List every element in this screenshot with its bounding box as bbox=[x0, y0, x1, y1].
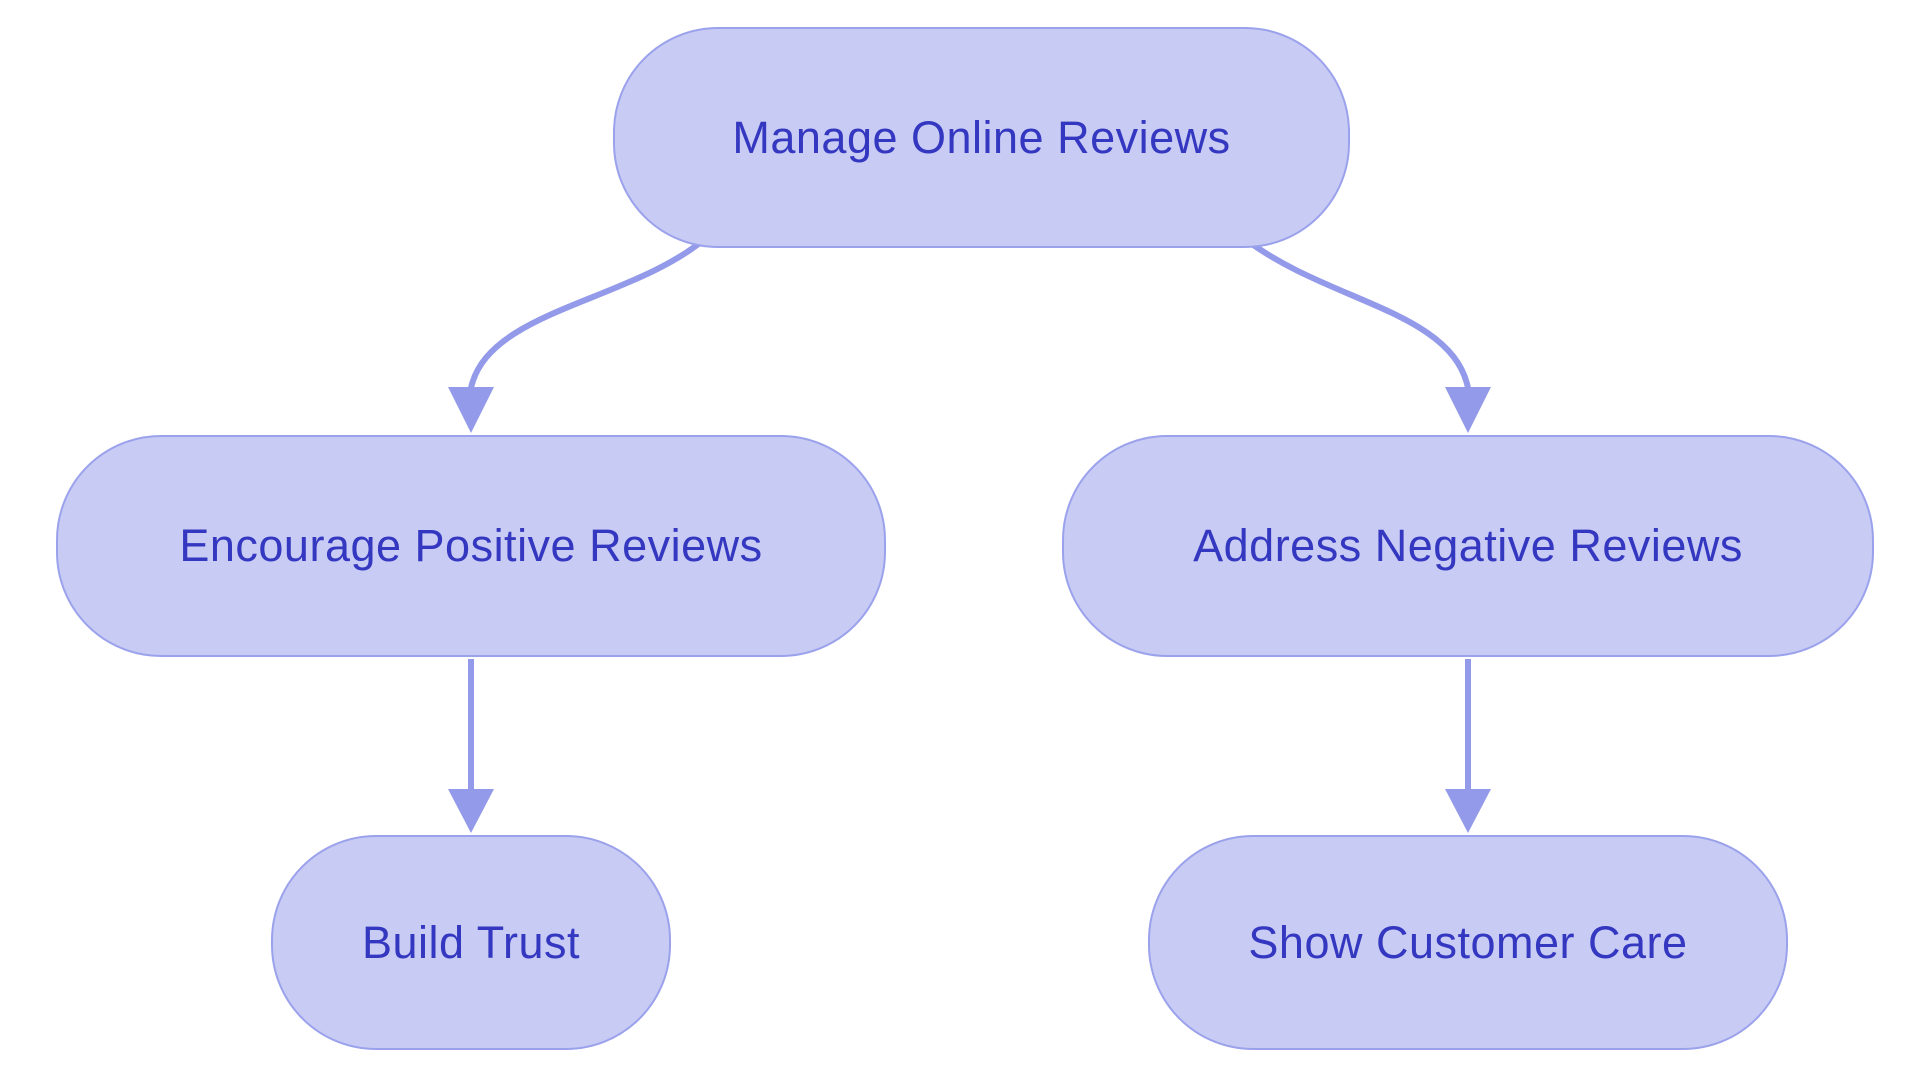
arrowhead-encourage bbox=[448, 387, 494, 433]
node-encourage-positive-reviews: Encourage Positive Reviews bbox=[56, 435, 886, 657]
arrowhead-care bbox=[1445, 789, 1491, 833]
edge-manage-to-address bbox=[1242, 235, 1471, 389]
node-label: Show Customer Care bbox=[1248, 916, 1688, 968]
node-address-negative-reviews: Address Negative Reviews bbox=[1062, 435, 1874, 657]
node-manage-online-reviews: Manage Online Reviews bbox=[613, 27, 1350, 248]
node-label: Manage Online Reviews bbox=[732, 111, 1231, 163]
node-show-customer-care: Show Customer Care bbox=[1148, 835, 1788, 1050]
node-label: Build Trust bbox=[361, 916, 581, 968]
node-label: Address Negative Reviews bbox=[1193, 520, 1743, 571]
node-build-trust: Build Trust bbox=[271, 835, 671, 1050]
arrowhead-trust bbox=[448, 789, 494, 833]
arrowhead-address bbox=[1445, 387, 1491, 433]
node-label: Encourage Positive Reviews bbox=[179, 520, 763, 571]
edge-manage-to-encourage bbox=[468, 235, 708, 389]
